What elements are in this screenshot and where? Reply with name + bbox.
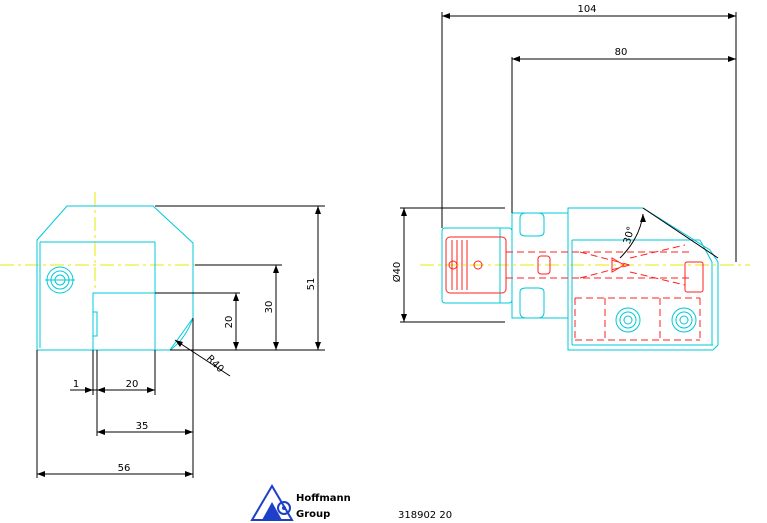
side-view: 104 80 Ø40 30° (391, 4, 750, 351)
front-pocket-slot (92, 311, 98, 337)
logo-mountain-icon (250, 484, 294, 521)
dimension-35: 35 (97, 421, 193, 435)
dim-label-104: 104 (577, 4, 596, 15)
dim-label-20-horizontal: 20 (126, 379, 139, 390)
front-r40-arc (169, 317, 194, 351)
dim-label-51: 51 (306, 278, 317, 291)
logo-text-line2: Group (296, 509, 330, 520)
dim-label-56: 56 (118, 463, 131, 474)
front-view: 51 30 20 R40 1 20 (0, 192, 325, 478)
dimension-20-vertical: 20 (224, 293, 239, 350)
side-shank (441, 207, 719, 351)
dimension-1-20: 1 20 (70, 379, 155, 393)
dim-label-20-vertical: 20 (224, 316, 235, 329)
dim-label-80: 80 (615, 47, 628, 58)
dim-label-angle-30: 30° (622, 225, 637, 245)
dimension-30: 30 (264, 265, 279, 350)
side-counterbore-holes (615, 307, 697, 333)
side-hidden-features (445, 236, 704, 341)
front-body-outline (36, 205, 194, 351)
part-number: 318902 20 (398, 510, 452, 521)
front-pocket (92, 292, 156, 351)
front-coolant-hole (45, 266, 75, 294)
dim-label-30: 30 (264, 301, 275, 314)
dim-label-r40: R40 (204, 353, 226, 375)
dim-label-35: 35 (136, 421, 149, 432)
dimension-diameter-40: Ø40 (391, 208, 407, 322)
dimension-angle-30: 30° (619, 207, 719, 259)
dimension-r40: R40 (174, 339, 231, 377)
hoffmann-group-logo: Hoffmann Group (250, 484, 351, 521)
dim-label-1: 1 (73, 379, 79, 390)
dimension-56: 56 (37, 463, 193, 477)
dimension-51: 51 (306, 206, 321, 350)
dimension-104: 104 (442, 4, 736, 19)
dim-label-diameter-40: Ø40 (391, 262, 403, 283)
dimension-80: 80 (512, 47, 736, 62)
logo-text-line1: Hoffmann (296, 493, 351, 504)
